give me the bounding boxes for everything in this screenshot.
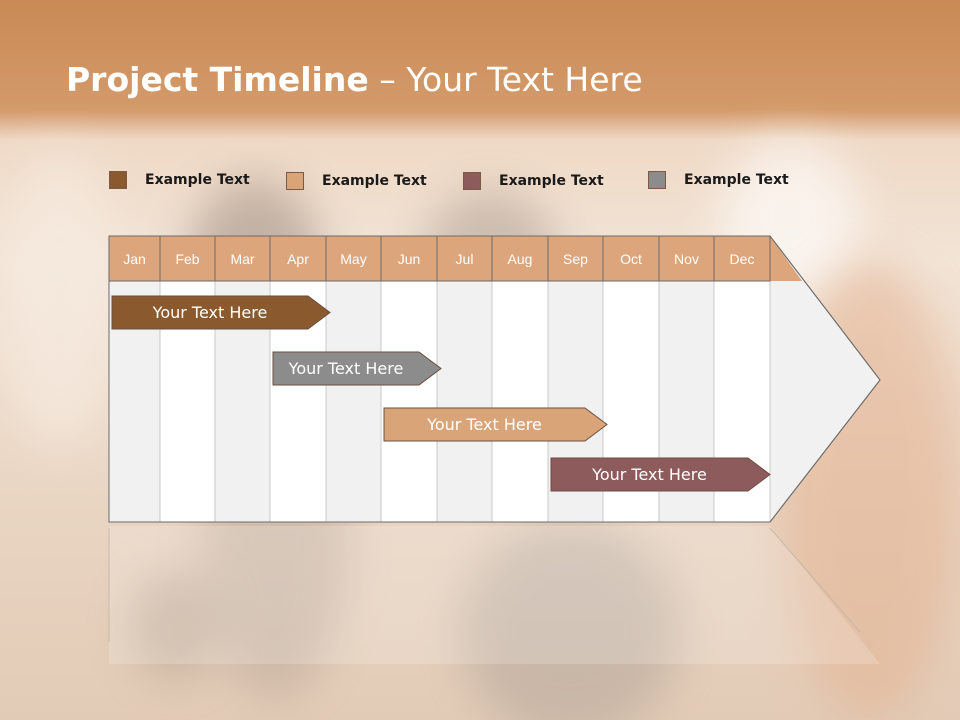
task-label: Your Text Here xyxy=(591,465,707,484)
task-arrow xyxy=(111,295,331,330)
month-label: May xyxy=(340,251,366,267)
slide-title: Project Timeline – Your Text Here xyxy=(66,60,643,99)
month-label: Feb xyxy=(175,251,199,267)
legend-item-4: Example Text xyxy=(648,171,789,189)
legend-item-2: Example Text xyxy=(286,172,427,190)
month-label: Jun xyxy=(398,251,421,267)
task-label: Your Text Here xyxy=(152,303,268,322)
task-label: Your Text Here xyxy=(288,359,404,378)
month-column xyxy=(325,280,382,523)
month-label: Oct xyxy=(620,251,642,267)
legend-swatch xyxy=(463,172,481,190)
month-column xyxy=(491,280,549,523)
month-label: Mar xyxy=(230,251,254,267)
month-label: Jan xyxy=(123,251,146,267)
month-label: Dec xyxy=(730,251,755,267)
task-label: Your Text Here xyxy=(426,415,542,434)
month-label: Sep xyxy=(563,251,588,267)
legend-swatch xyxy=(648,171,666,189)
month-column xyxy=(436,280,493,523)
task-arrow xyxy=(272,351,442,386)
legend-label: Example Text xyxy=(322,173,427,189)
month-column xyxy=(380,280,438,523)
timeline-arrow-outline xyxy=(108,235,881,523)
month-label: Nov xyxy=(674,251,699,267)
legend-label: Example Text xyxy=(684,172,789,188)
task-arrow xyxy=(550,457,771,492)
timeline-reflection xyxy=(109,526,880,664)
month-label: Apr xyxy=(287,251,309,267)
legend-item-1: Example Text xyxy=(109,171,250,189)
legend-label: Example Text xyxy=(145,172,250,188)
month-label: Jul xyxy=(456,251,474,267)
legend-label: Example Text xyxy=(499,173,604,189)
legend-swatch xyxy=(286,172,304,190)
month-label: Aug xyxy=(508,251,533,267)
legend-swatch xyxy=(109,171,127,189)
task-arrow xyxy=(383,407,608,442)
legend-item-3: Example Text xyxy=(463,172,604,190)
reflection-edge xyxy=(769,527,861,633)
month-header-band xyxy=(109,236,802,281)
